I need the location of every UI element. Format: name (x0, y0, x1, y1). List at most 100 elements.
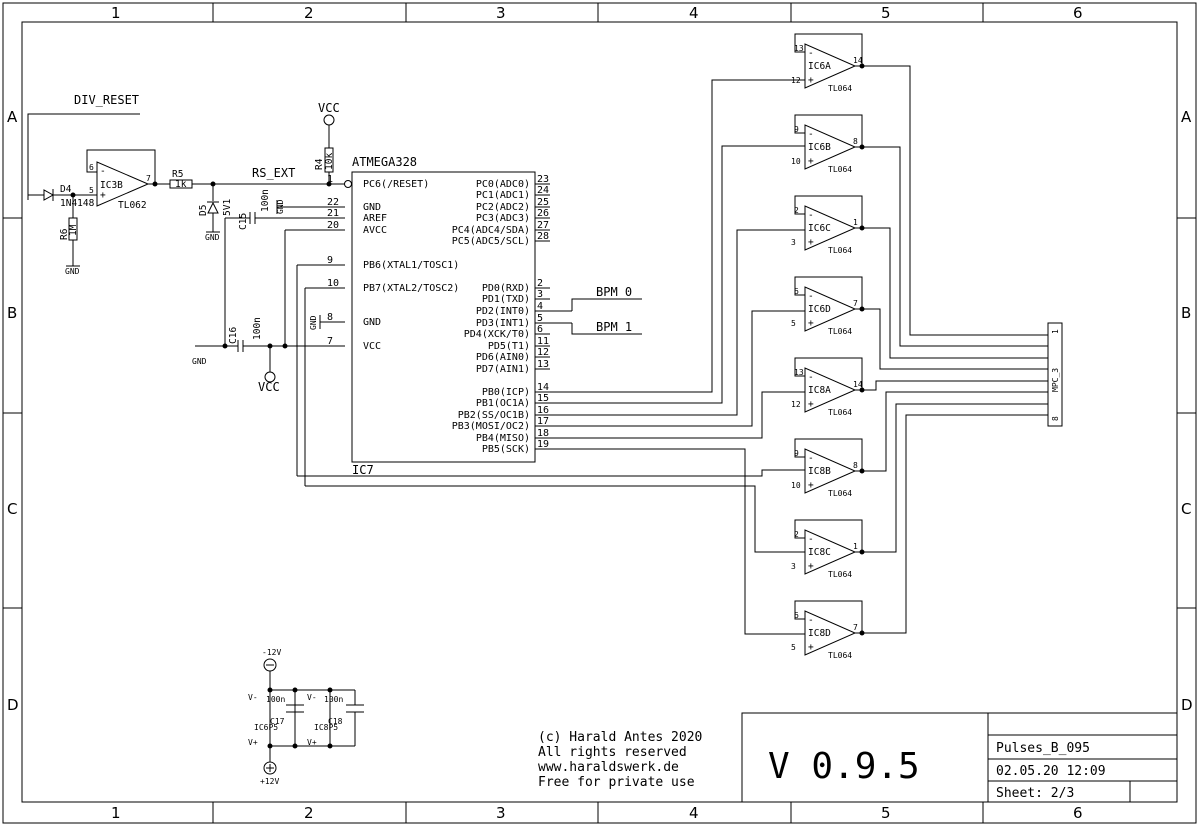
mcu-pin-num-27: 27 (537, 220, 549, 231)
mcu-pin-name-11: PD5(T1) (488, 341, 530, 352)
c17-name: C17 (270, 717, 285, 726)
opamp-ic6d (794, 276, 865, 332)
opamp-name-1: IC6B (808, 142, 831, 153)
mcu-pin-num-1: 1 (327, 174, 333, 185)
mcu-pin-name-18: PB4(MISO) (476, 433, 530, 444)
opamp-name-7: IC8D (808, 628, 831, 639)
mpc3-pin-8: 8 (1051, 416, 1060, 421)
mcu-pin-num-16: 16 (537, 405, 549, 416)
mcu-pin-num-18: 18 (537, 428, 549, 439)
frame-col-bottom-3: 3 (496, 804, 506, 822)
mcu-pin-name-10: PB7(XTAL2/TOSC2) (363, 283, 459, 294)
opamp-name-6: IC8C (808, 547, 831, 558)
copyright-notes: (c) Harald Antes 2020 All rights reserve… (538, 730, 702, 790)
ic6p5-label: IC6P5 (254, 723, 278, 732)
opamp-minus-2: - (808, 210, 814, 221)
opamp-plus-0: + (808, 75, 814, 86)
frame-col-bottom-1: 1 (111, 804, 121, 822)
opamp-name-0: IC6A (808, 61, 831, 72)
mcu-pin-name-17: PB3(MOSI/OC2) (452, 421, 530, 432)
mcu-pin-name-5: PD3(INT1) (476, 318, 530, 329)
frame-col-bottom-4: 4 (689, 804, 699, 822)
opamp-pin-out-1: 8 (853, 137, 858, 146)
mcu-pin-name-4: PD2(INT0) (476, 306, 530, 317)
opamp-pin-inv-7: 6 (794, 611, 799, 620)
opamp-minus-5: - (808, 453, 814, 464)
vcc-bottom-label: VCC (258, 380, 280, 394)
opamp-ic8d (794, 600, 865, 656)
opamp-minus-0: - (808, 48, 814, 59)
opamp-plus-3: + (808, 318, 814, 329)
opamp-pin-inv-5: 9 (794, 449, 799, 458)
frame-row-left-A: A (7, 108, 18, 126)
frame-row-right-A: A (1181, 108, 1192, 126)
mcu-pin-name-15: PB1(OC1A) (476, 398, 530, 409)
opamp-pin-out-4: 14 (853, 380, 863, 389)
mcu-pin-num-6: 6 (537, 324, 543, 335)
opamp-value-4: TL064 (828, 408, 852, 417)
mcu-pin-num-11: 11 (537, 336, 549, 347)
mcu-pin-name-19: PB5(SCK) (482, 444, 530, 455)
mcu-pin-name-7: VCC (363, 341, 381, 352)
frame-col-bottom-5: 5 (881, 804, 891, 822)
opamp-pin-out-6: 1 (853, 542, 858, 551)
mcu-pin-num-23: 23 (537, 174, 549, 185)
c18-vminus: V- (307, 693, 317, 702)
version-label: V 0.9.5 (768, 746, 920, 787)
opamp-pin-out-5: 8 (853, 461, 858, 470)
mpc3-connector (1047, 322, 1063, 427)
frame-col-top-2: 2 (304, 4, 314, 22)
opamp-pin-inv-3: 6 (794, 287, 799, 296)
opamp-pin-out-7: 7 (853, 623, 858, 632)
frame-row-left-D: D (7, 696, 19, 714)
mcu-pin-num-24: 24 (537, 185, 549, 196)
frame-row-left-B: B (7, 304, 17, 322)
mcu-pin-num-14: 14 (537, 382, 549, 393)
frame-col-bottom-2: 2 (304, 804, 314, 822)
opamp-pin-out-2: 1 (853, 218, 858, 227)
mcu-name: IC7 (352, 463, 374, 477)
opamp-value-5: TL064 (828, 489, 852, 498)
opamp-minus-4: - (808, 372, 814, 383)
d4-value: 1N4148 (60, 198, 95, 209)
frame-col-top-4: 4 (689, 4, 699, 22)
mcu-pin-num-15: 15 (537, 393, 549, 404)
mcu-pin-num-3: 3 (537, 289, 543, 300)
opamp-pin-inv-4: 13 (794, 368, 804, 377)
mcu-pin-num-28: 28 (537, 231, 549, 242)
opamp-plus-5: + (808, 480, 814, 491)
c17-vminus: V- (248, 693, 258, 702)
opamp-pin-out-3: 7 (853, 299, 858, 308)
frame-row-right-D: D (1181, 696, 1193, 714)
mcu-pin-num-21: 21 (327, 208, 339, 219)
d4-name: D4 (60, 184, 72, 195)
opamp-name-3: IC6D (808, 304, 831, 315)
opamp-name-4: IC8A (808, 385, 831, 396)
r6-name: R6 (59, 228, 70, 240)
mcu-pin-name-9: PB6(XTAL1/TOSC1) (363, 260, 459, 271)
frame-col-top-6: 6 (1073, 4, 1083, 22)
opamp-minus-3: - (808, 291, 814, 302)
frame-col-top-3: 3 (496, 4, 506, 22)
opamp-plus-4: + (808, 399, 814, 410)
opamp-value-3: TL064 (828, 327, 852, 336)
mcu-pin-name-25: PC2(ADC2) (476, 202, 530, 213)
opamp-pin-noninv-0: 12 (791, 76, 801, 85)
r4-name: R4 (314, 158, 325, 170)
opamp-value-1: TL064 (828, 165, 852, 174)
c15-value: 100n (260, 189, 271, 212)
mcu-pin-name-27: PC4(ADC4/SDA) (452, 225, 530, 236)
mcu-pin-name-23: PC0(ADC0) (476, 179, 530, 190)
note-line-4: Free for private use (538, 775, 695, 790)
ic8p5-label: IC8P5 (314, 723, 338, 732)
opamp-pin-inv-6: 2 (794, 530, 799, 539)
d5-value: 5V1 (222, 199, 233, 216)
mcu-pin-num-12: 12 (537, 347, 549, 358)
rs-ext-label: RS_EXT (252, 166, 295, 180)
mcu-pin-name-1: PC6(/RESET) (363, 179, 429, 190)
opamp-pin-noninv-1: 10 (791, 157, 801, 166)
opamp-pin-out-0: 14 (853, 56, 863, 65)
vcc-top-label: VCC (318, 101, 340, 115)
opamp-plus-1: + (808, 156, 814, 167)
